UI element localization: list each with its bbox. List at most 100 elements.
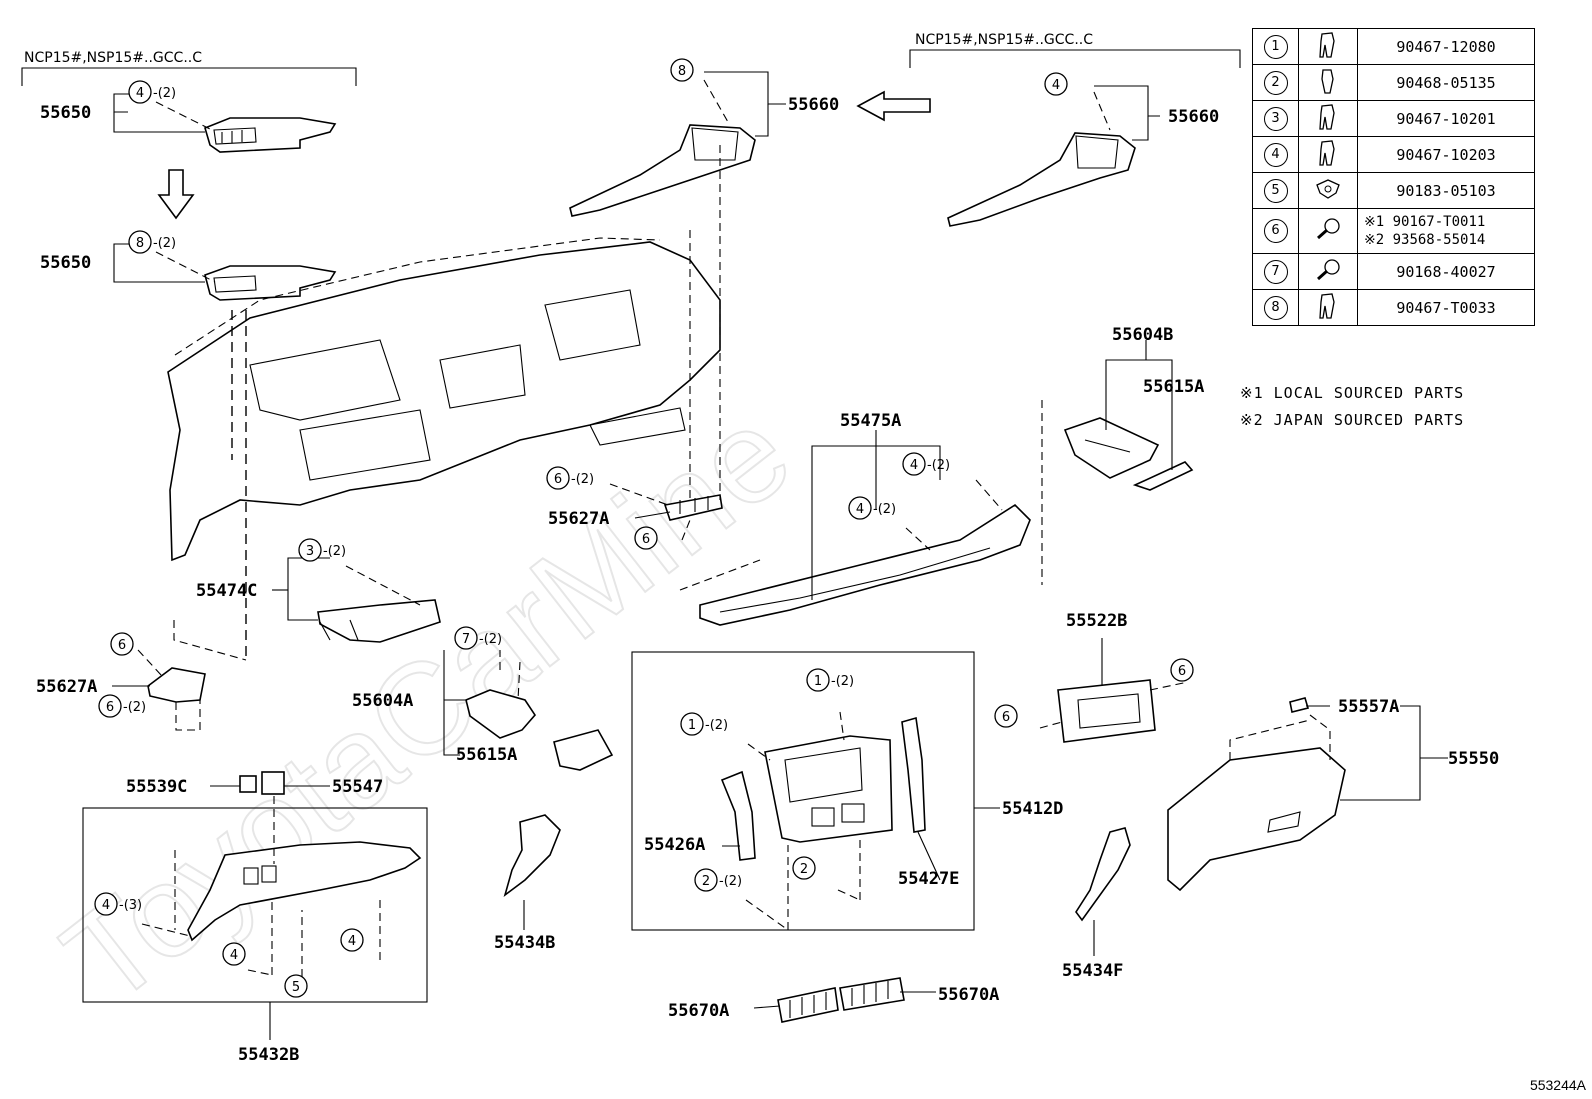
callout-number: 4 bbox=[136, 86, 144, 101]
part-label-55550: 55550 bbox=[1448, 749, 1499, 769]
callout-number: 4 bbox=[910, 458, 918, 473]
part-number: 90467-10203 bbox=[1357, 136, 1535, 173]
trim-55615A-top bbox=[1132, 461, 1194, 491]
part-number: 90467-T0033 bbox=[1357, 289, 1535, 326]
fastener-callout: 4 bbox=[222, 942, 246, 966]
callout-number: 8 bbox=[678, 64, 686, 79]
duct-55474C bbox=[317, 599, 441, 643]
trim-55427E bbox=[901, 716, 926, 833]
callout-quantity: -(2) bbox=[571, 472, 594, 487]
callout-number: 2 bbox=[800, 862, 808, 877]
callout-quantity: -(2) bbox=[705, 718, 728, 733]
part-label-55475A: 55475A bbox=[840, 411, 901, 431]
fastener-callout: 2 bbox=[792, 856, 816, 880]
part-label-55670A-left: 55670A bbox=[668, 1001, 729, 1021]
table-row: 6 ※1 90167-T0011※2 93568-55014 bbox=[1252, 208, 1535, 254]
part-label-55660-left: 55660 bbox=[788, 95, 839, 115]
part-label-55434B: 55434B bbox=[494, 933, 555, 953]
bracket-55627A-mid bbox=[663, 494, 723, 521]
part-label-55539C: 55539C bbox=[126, 777, 187, 797]
part-number-japan: ※2 93568-55014 bbox=[1364, 232, 1486, 248]
table-row: 4 90467-10203 bbox=[1252, 136, 1535, 173]
part-label-55604A: 55604A bbox=[352, 691, 413, 711]
trim-55426A bbox=[720, 770, 756, 861]
callout-number: 1 bbox=[688, 718, 696, 733]
fastener-callout: 8 bbox=[670, 58, 694, 82]
clip-icon bbox=[1298, 28, 1358, 65]
callout-number: 4 bbox=[102, 898, 110, 913]
part-number: 90183-05103 bbox=[1357, 172, 1535, 209]
part-label-55432B: 55432B bbox=[238, 1045, 299, 1065]
fastener-callout: 6 bbox=[110, 632, 134, 656]
fastener-callout: 5 bbox=[284, 974, 308, 998]
callout-number: 5 bbox=[292, 980, 300, 995]
callout-quantity: -(2) bbox=[153, 86, 176, 101]
part-number: 90467-10201 bbox=[1357, 100, 1535, 137]
panel-55522B bbox=[1057, 679, 1156, 743]
part-label-55412D: 55412D bbox=[1002, 799, 1063, 819]
part-label-55627A-mid: 55627A bbox=[548, 509, 609, 529]
clip-icon bbox=[1298, 100, 1358, 137]
ref-number: 1 bbox=[1263, 34, 1288, 59]
callout-number: 6 bbox=[642, 532, 650, 547]
bracket-55604B bbox=[1063, 417, 1160, 479]
part-number: 90467-12080 bbox=[1357, 28, 1535, 65]
variant-bracket-left: NCP15#,NSP15#..GCC..C bbox=[21, 50, 357, 86]
part-label-55650-top: 55650 bbox=[40, 103, 91, 123]
table-row: 1 90467-12080 bbox=[1252, 28, 1535, 65]
variant-bracket-right: NCP15#,NSP15#..GCC..C bbox=[909, 32, 1241, 68]
clip-icon bbox=[1298, 64, 1358, 101]
bumper-55557A bbox=[1289, 697, 1310, 713]
lower-panel-55432B bbox=[82, 807, 428, 1003]
part-label-55557A: 55557A bbox=[1338, 697, 1399, 717]
callout-number: 2 bbox=[702, 874, 710, 889]
fastener-callout: 4 -(2) bbox=[902, 452, 950, 476]
vent-trim-55660-left bbox=[569, 124, 756, 217]
table-row: 5 90183-05103 bbox=[1252, 172, 1535, 209]
fastener-callout: 1 -(2) bbox=[680, 712, 728, 736]
clip-icon bbox=[1298, 136, 1358, 173]
callout-number: 7 bbox=[462, 632, 470, 647]
ref-number: 6 bbox=[1263, 219, 1288, 243]
fastener-table: 1 90467-12080 2 90468-05135 3 90467-1020… bbox=[1252, 28, 1535, 326]
table-row: 2 90468-05135 bbox=[1252, 64, 1535, 101]
callout-quantity: -(2) bbox=[153, 236, 176, 251]
table-row: 8 90467-T0033 bbox=[1252, 289, 1535, 326]
callout-number: 6 bbox=[554, 472, 562, 487]
callout-number: 3 bbox=[306, 544, 314, 559]
variant-label-left: NCP15#,NSP15#..GCC..C bbox=[24, 50, 202, 66]
callout-number: 4 bbox=[856, 502, 864, 517]
callout-number: 4 bbox=[1052, 78, 1060, 93]
screw-icon bbox=[1298, 253, 1358, 290]
fastener-callout: 4 bbox=[340, 928, 364, 952]
callout-quantity: -(2) bbox=[873, 502, 896, 517]
part-label-55627A-left: 55627A bbox=[36, 677, 97, 697]
fastener-callout: 6 bbox=[634, 526, 658, 550]
part-label-55547: 55547 bbox=[332, 777, 383, 797]
fastener-callout: 6 bbox=[1170, 658, 1194, 682]
fastener-callout: 4-(3) bbox=[94, 892, 142, 916]
fastener-callout: 8 -(2) bbox=[128, 230, 176, 254]
part-labels: 55650 55650 55660 55660 55604B 55615A 55… bbox=[36, 95, 1499, 1065]
part-number: 90468-05135 bbox=[1357, 64, 1535, 101]
callout-number: 8 bbox=[136, 236, 144, 251]
vent-trim-55660-right bbox=[947, 132, 1136, 227]
left-arrow-icon bbox=[856, 90, 931, 122]
callout-quantity: -(2) bbox=[831, 674, 854, 689]
fastener-callout: 3 -(2) bbox=[298, 538, 346, 562]
switch-55539C bbox=[239, 775, 257, 793]
part-number: 90168-40027 bbox=[1357, 253, 1535, 290]
nut-clip-icon bbox=[1298, 172, 1358, 209]
vent-55670A-left bbox=[777, 987, 839, 1023]
callout-quantity: -(2) bbox=[323, 544, 346, 559]
lower-trim-55475A bbox=[699, 503, 1031, 626]
variant-label-right: NCP15#,NSP15#..GCC..C bbox=[915, 32, 1093, 48]
part-label-55474C: 55474C bbox=[196, 581, 257, 601]
callout-number: 6 bbox=[118, 638, 126, 653]
fastener-callout: 2-(2) bbox=[694, 868, 742, 892]
vent-55670A-right bbox=[839, 977, 905, 1011]
callout-quantity: -(2) bbox=[927, 458, 950, 473]
clip-icon bbox=[1298, 289, 1358, 326]
callout-number: 6 bbox=[1002, 710, 1010, 725]
part-label-55604B: 55604B bbox=[1112, 325, 1173, 345]
